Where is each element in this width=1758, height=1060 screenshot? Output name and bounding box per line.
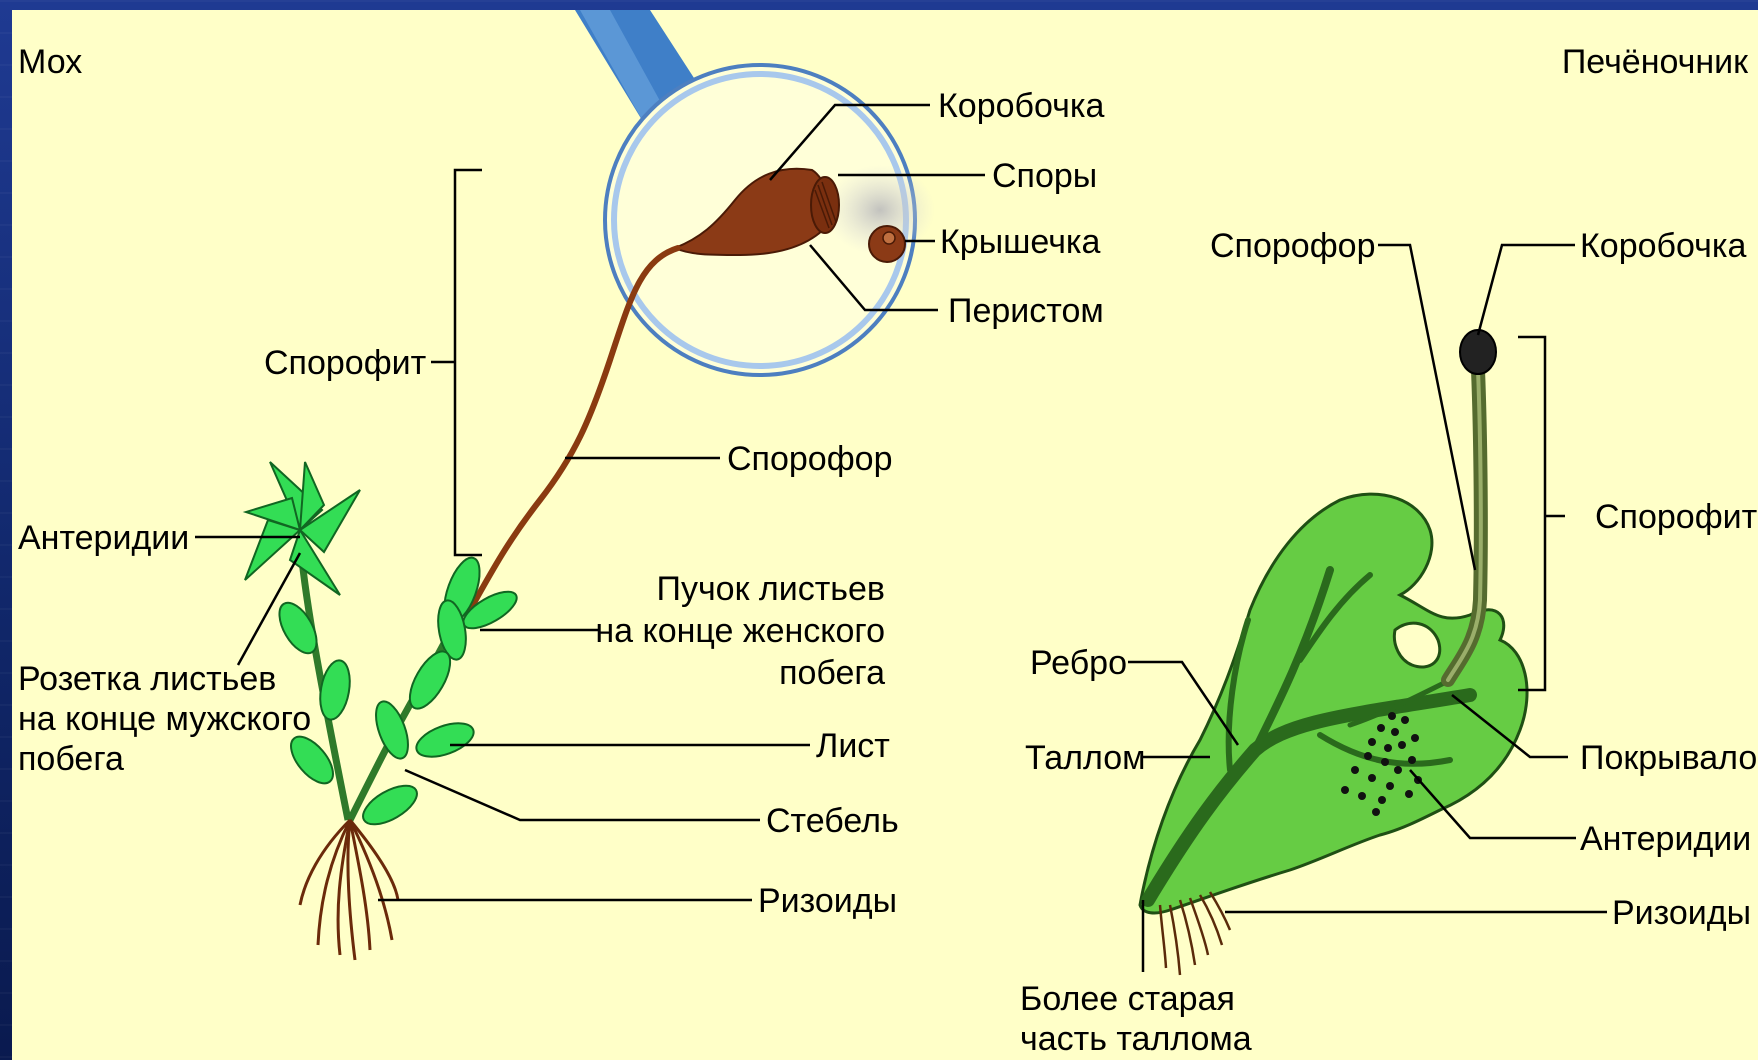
moss-male-shoot xyxy=(245,462,360,820)
label-rozetka-line2: на конце мужского xyxy=(18,700,311,738)
label-sporofor-liverwort: Спорофор xyxy=(1210,227,1375,265)
liverwort-thallus xyxy=(1140,494,1527,913)
label-rozetka-line1: Розетка листьев xyxy=(18,660,276,698)
label-sporofit-moss: Спорофит xyxy=(264,344,426,382)
label-sporofor-moss: Спорофор xyxy=(727,440,892,478)
label-anteridii-moss: Антеридии xyxy=(18,519,189,557)
label-rebro: Ребро xyxy=(1030,644,1127,682)
label-anteridii-liverwort: Антеридии xyxy=(1580,820,1751,858)
label-list: Лист xyxy=(816,727,890,765)
moss-lid xyxy=(869,226,905,262)
label-staraya-line1: Более старая xyxy=(1020,980,1235,1018)
label-tallom: Таллом xyxy=(1025,739,1146,777)
label-korobochka: Коробочка xyxy=(938,87,1105,125)
label-staraya-line2: часть таллома xyxy=(1020,1020,1252,1058)
label-rizoidy-liverwort: Ризоиды xyxy=(1612,894,1751,932)
label-sporofit-liverwort: Спорофит xyxy=(1595,498,1757,536)
label-pokryvalo: Покрывало xyxy=(1580,739,1757,777)
label-korobochka-liverwort: Коробочка xyxy=(1580,227,1747,265)
liverwort-title: Печёночник xyxy=(1562,43,1749,81)
label-stebel: Стебель xyxy=(766,802,899,840)
label-puchok-line2: на конце женского xyxy=(595,612,885,650)
label-puchok-line3: побега xyxy=(779,654,885,692)
label-puchok-line1: Пучок листьев xyxy=(657,570,885,608)
label-rizoidy-moss: Ризоиды xyxy=(758,882,897,920)
moss-title: Мох xyxy=(18,43,82,81)
label-kryshechka: Крышечка xyxy=(940,223,1101,261)
moss-female-shoot xyxy=(350,553,522,832)
label-spory: Споры xyxy=(992,157,1097,195)
label-rozetka-line3: побега xyxy=(18,740,124,778)
moss-rhizoids xyxy=(300,820,398,960)
label-peristom: Перистом xyxy=(948,292,1104,330)
